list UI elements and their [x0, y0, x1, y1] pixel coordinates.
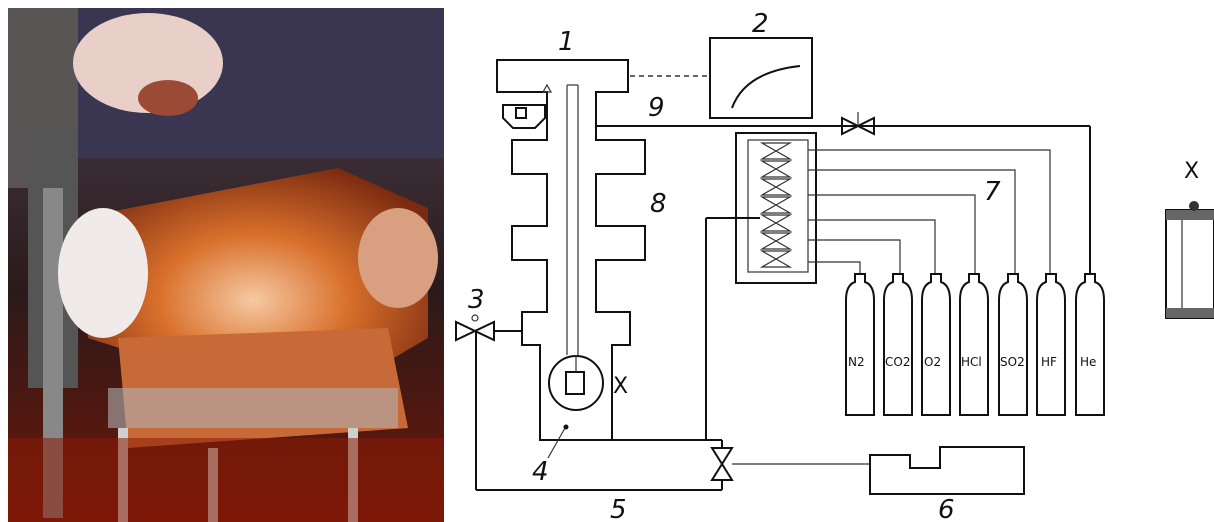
cylinder-o2: O2: [921, 273, 951, 416]
valve-vacuum: [710, 447, 734, 481]
label-2: 2: [752, 9, 769, 39]
valve-3: [455, 320, 495, 342]
x-mark-inset: X: [1184, 159, 1199, 184]
label-9: 9: [648, 93, 665, 123]
label-1: 1: [558, 27, 575, 57]
reactor-column: [496, 59, 646, 441]
x-mark: X: [613, 374, 628, 399]
sample-inset: X: [1165, 159, 1214, 319]
label-3: 3: [468, 285, 485, 315]
cylinder-n2: N2: [845, 273, 875, 416]
label-5: 5: [610, 495, 627, 522]
gas-label-he: He: [1080, 355, 1096, 369]
label-4: 4: [532, 457, 549, 487]
cylinder-co2: CO2: [883, 273, 913, 416]
cylinder-hf: HF: [1036, 273, 1066, 416]
gas-label-n2: N2: [848, 355, 865, 369]
gas-cylinders: N2 CO2 O2 HCl SO2 HF He: [845, 273, 1105, 416]
valve-he: [841, 116, 875, 136]
label-7: 7: [984, 177, 1001, 207]
gas-label-co2: CO2: [885, 355, 910, 369]
manifold-valves: [759, 142, 793, 268]
label-6: 6: [938, 495, 955, 522]
gas-manifold: [735, 132, 817, 284]
gas-label-o2: O2: [924, 355, 941, 369]
recorder: [709, 37, 813, 119]
gas-label-so2: SO2: [1000, 355, 1025, 369]
cylinder-hcl: HCl: [959, 273, 989, 416]
label-8: 8: [650, 189, 667, 219]
cylinder-so2: SO2: [998, 273, 1028, 416]
balance-mechanism: [502, 104, 546, 129]
vacuum-pump: [869, 446, 1025, 495]
gas-label-hcl: HCl: [961, 355, 982, 369]
gas-label-hf: HF: [1041, 355, 1057, 369]
test-chamber-photo: [8, 8, 444, 522]
cylinder-he: He: [1075, 273, 1105, 416]
